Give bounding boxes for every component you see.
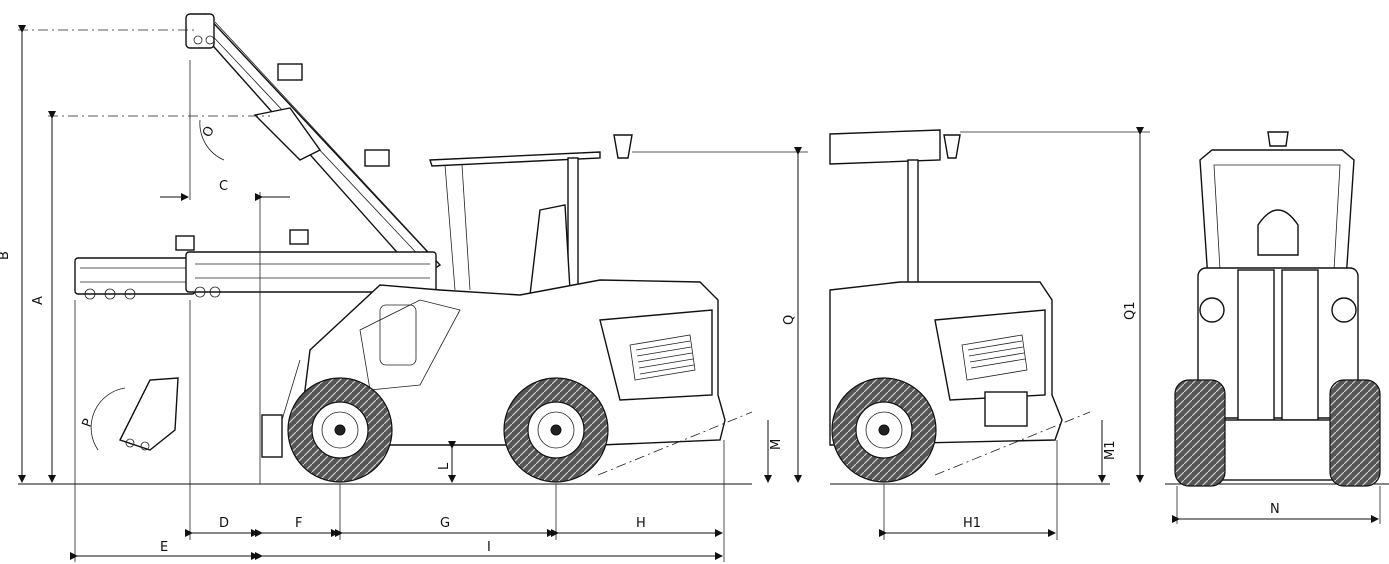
label-L: L bbox=[437, 462, 452, 470]
front-view bbox=[1165, 131, 1389, 524]
boom-raised bbox=[185, 13, 442, 279]
label-M: M bbox=[769, 439, 784, 450]
label-H: H bbox=[636, 516, 646, 531]
loader-body bbox=[261, 134, 726, 458]
engine-grille-2 bbox=[961, 334, 1028, 381]
label-D: D bbox=[219, 516, 229, 531]
boom-level bbox=[74, 229, 437, 300]
label-C: C bbox=[219, 179, 228, 194]
rear-wheel bbox=[503, 377, 609, 483]
bucket-tipped bbox=[90, 377, 179, 451]
label-A: A bbox=[31, 296, 46, 305]
dimension-labels: B A C O P D E F G H I L Q M H1 Q1 M1 N bbox=[0, 124, 1280, 555]
label-M1: M1 bbox=[1103, 441, 1118, 461]
label-E: E bbox=[160, 540, 168, 555]
label-Q: Q bbox=[782, 315, 797, 325]
partial-side-view bbox=[829, 127, 1150, 540]
label-H1: H1 bbox=[963, 516, 981, 531]
label-G: G bbox=[440, 516, 450, 531]
label-Q1: Q1 bbox=[1123, 301, 1138, 320]
label-I: I bbox=[487, 540, 491, 555]
label-B: B bbox=[0, 251, 12, 260]
label-N: N bbox=[1270, 502, 1280, 517]
label-P: P bbox=[80, 417, 97, 430]
front-wheel bbox=[287, 377, 393, 483]
engine-grille bbox=[629, 334, 696, 381]
label-F: F bbox=[295, 516, 302, 531]
side-view bbox=[18, 13, 808, 562]
